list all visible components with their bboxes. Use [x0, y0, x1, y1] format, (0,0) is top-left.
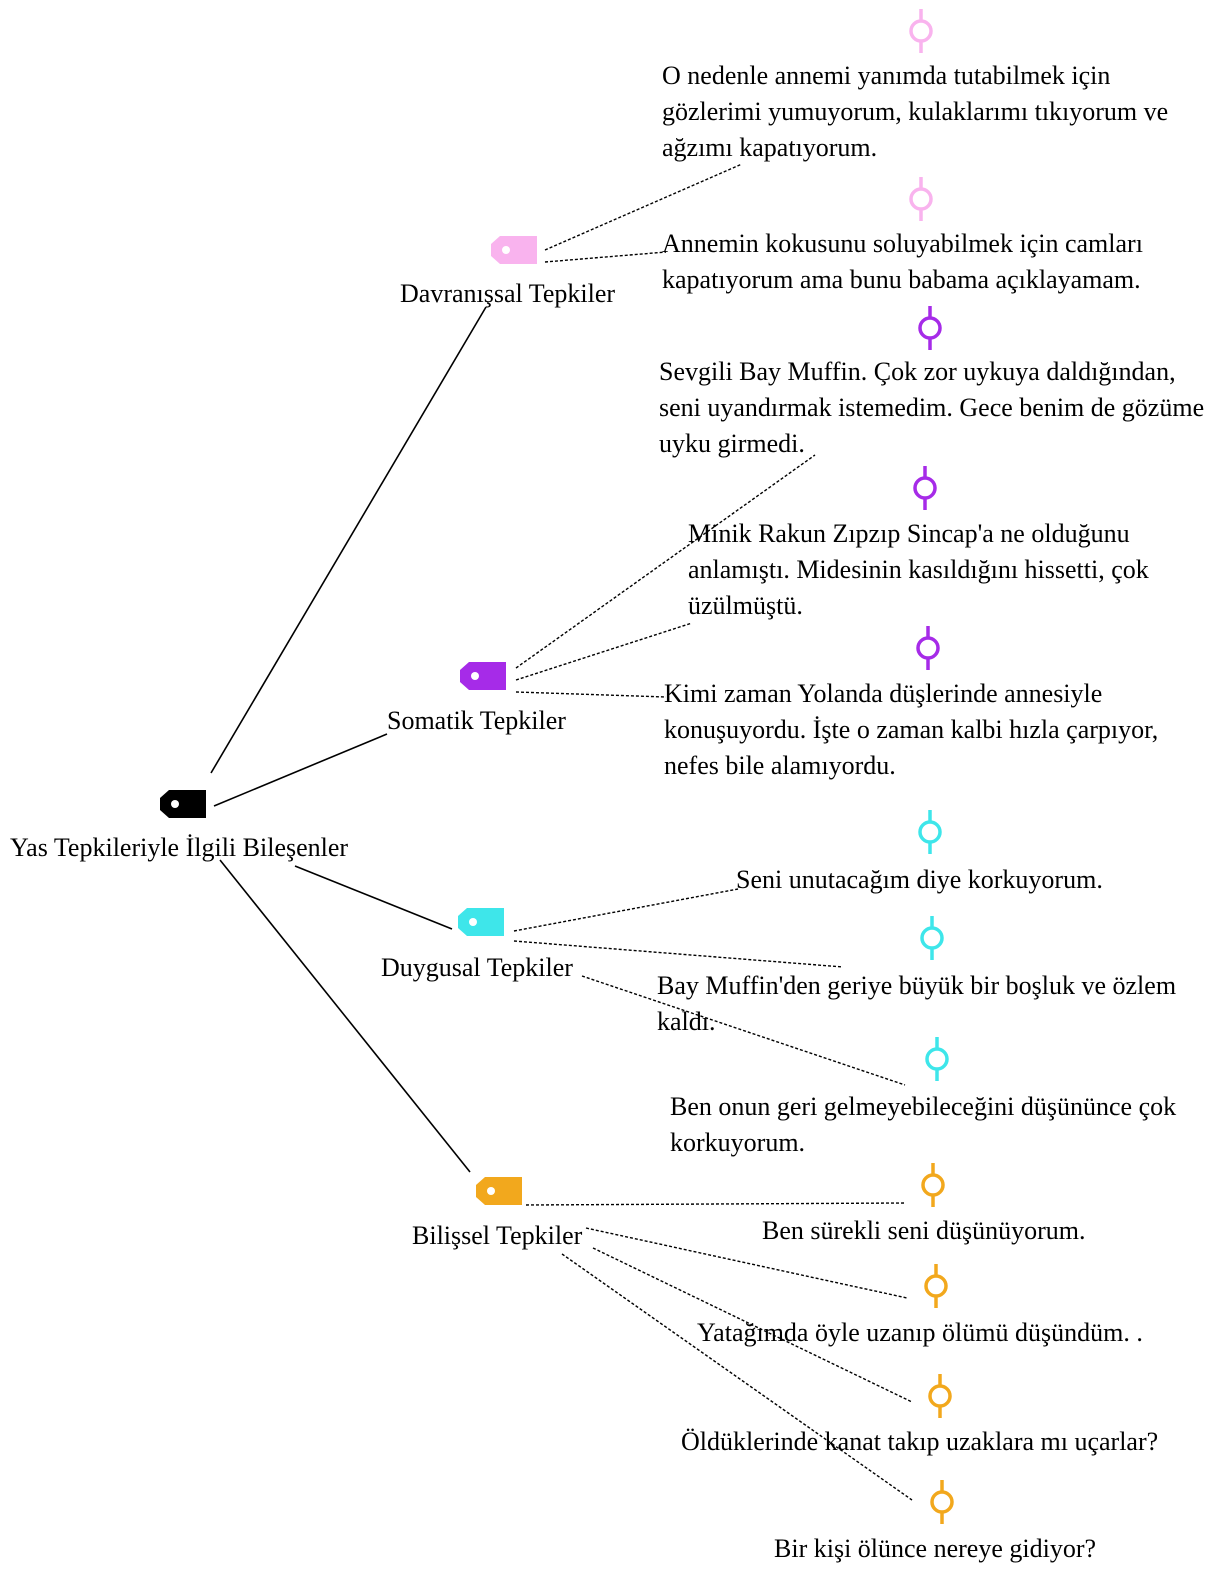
quote-pin-icon [918, 810, 942, 854]
tag-duygusal-icon [458, 908, 504, 936]
root-link-somatik [213, 733, 388, 807]
quote-pin-icon [909, 177, 933, 221]
root-label: Yas Tepkileriyle İlgili Bileşenler [10, 833, 349, 862]
link-davranissal-1 [544, 163, 743, 251]
quote-davranissal-1: O nedenle annemi yanımda tutabilmek için… [662, 61, 1169, 162]
tag-somatik-icon [460, 662, 506, 690]
quote-pin-icon [924, 1264, 948, 1308]
category-label-somatik: Somatik Tepkiler [387, 706, 566, 735]
link-bilissel-3 [592, 1247, 913, 1403]
link-bilissel-4 [561, 1253, 913, 1501]
quote-pin-icon [913, 466, 937, 510]
link-duygusal-3 [581, 975, 906, 1086]
quote-duygusal-1: Seni unutacağım diye korkuyorum. [736, 865, 1103, 894]
root-link-bilissel [219, 859, 471, 1173]
quote-bilissel-2: Yatağımda öyle uzanıp ölümü düşündüm. . [697, 1318, 1143, 1347]
quote-pin-icon [916, 626, 940, 670]
tag-davranissal-icon [491, 236, 537, 264]
root-link-davranissal [210, 306, 487, 774]
tag-bilissel-icon [476, 1177, 522, 1205]
link-bilissel-1 [525, 1202, 906, 1206]
category-label-davranissal: Davranışsal Tepkiler [400, 279, 616, 308]
quote-somatik-3: Kimi zaman Yolanda düşlerinde annesiyle … [664, 679, 1159, 780]
quote-pin-icon [918, 306, 942, 350]
root-tag-icon [160, 790, 206, 818]
quote-bilissel-4: Bir kişi ölünce nereye gidiyor? [774, 1534, 1097, 1563]
quote-somatik-2: Minik Rakun Zıpzıp Sincap'a ne olduğunu … [688, 519, 1149, 620]
category-label-bilissel: Bilişsel Tepkiler [412, 1221, 583, 1250]
category-label-duygusal: Duygusal Tepkiler [381, 953, 573, 982]
link-duygusal-2 [513, 940, 844, 968]
link-somatik-3 [515, 691, 667, 698]
link-duygusal-1 [513, 888, 739, 932]
quote-pin-icon [928, 1374, 952, 1418]
quote-duygusal-3: Ben onun geri gelmeyebileceğini düşününc… [670, 1092, 1177, 1157]
quote-davranissal-2: Annemin kokusunu soluyabilmek için camla… [662, 229, 1143, 294]
link-davranissal-2 [544, 251, 667, 263]
quote-duygusal-2: Bay Muffin'den geriye büyük bir boşluk v… [657, 971, 1177, 1036]
quote-pin-icon [925, 1037, 949, 1081]
link-somatik-2 [515, 622, 693, 681]
quote-bilissel-1: Ben sürekli seni düşünüyorum. [762, 1216, 1086, 1245]
quote-pin-icon [930, 1480, 954, 1524]
quote-somatik-1: Sevgili Bay Muffin. Çok zor uykuya daldı… [659, 357, 1205, 458]
link-somatik-1 [515, 454, 816, 669]
quote-bilissel-3: Öldüklerinde kanat takıp uzaklara mı uça… [681, 1427, 1159, 1456]
quote-pin-icon [909, 9, 933, 53]
quote-pin-icon [920, 916, 944, 960]
quote-pin-icon [921, 1163, 945, 1207]
root-link-duygusal [294, 865, 453, 930]
